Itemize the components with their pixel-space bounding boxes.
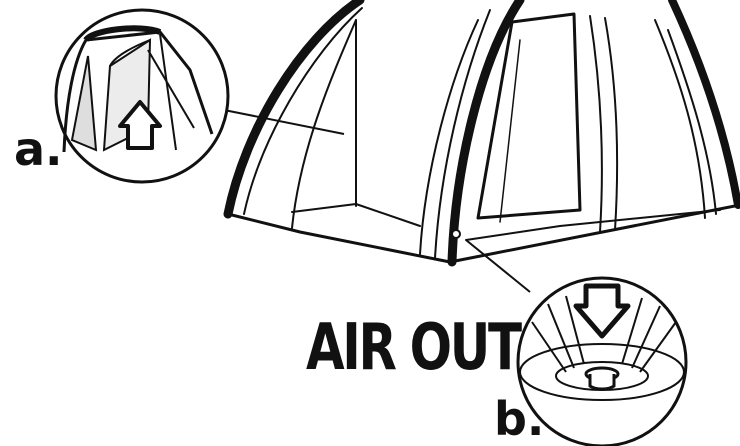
callout-b-label: b. [494,396,544,442]
air-out-caption: AIR OUT [306,316,520,380]
air-valve-icon [586,368,618,389]
callout-a-label: a. [14,126,63,172]
tent-left-pole [228,0,360,214]
callout-a-detail [56,10,228,182]
tent-right-pole [672,0,738,205]
leader-line-a [224,110,344,134]
tent-illustration [228,0,740,262]
valve-location-dot [452,230,460,238]
